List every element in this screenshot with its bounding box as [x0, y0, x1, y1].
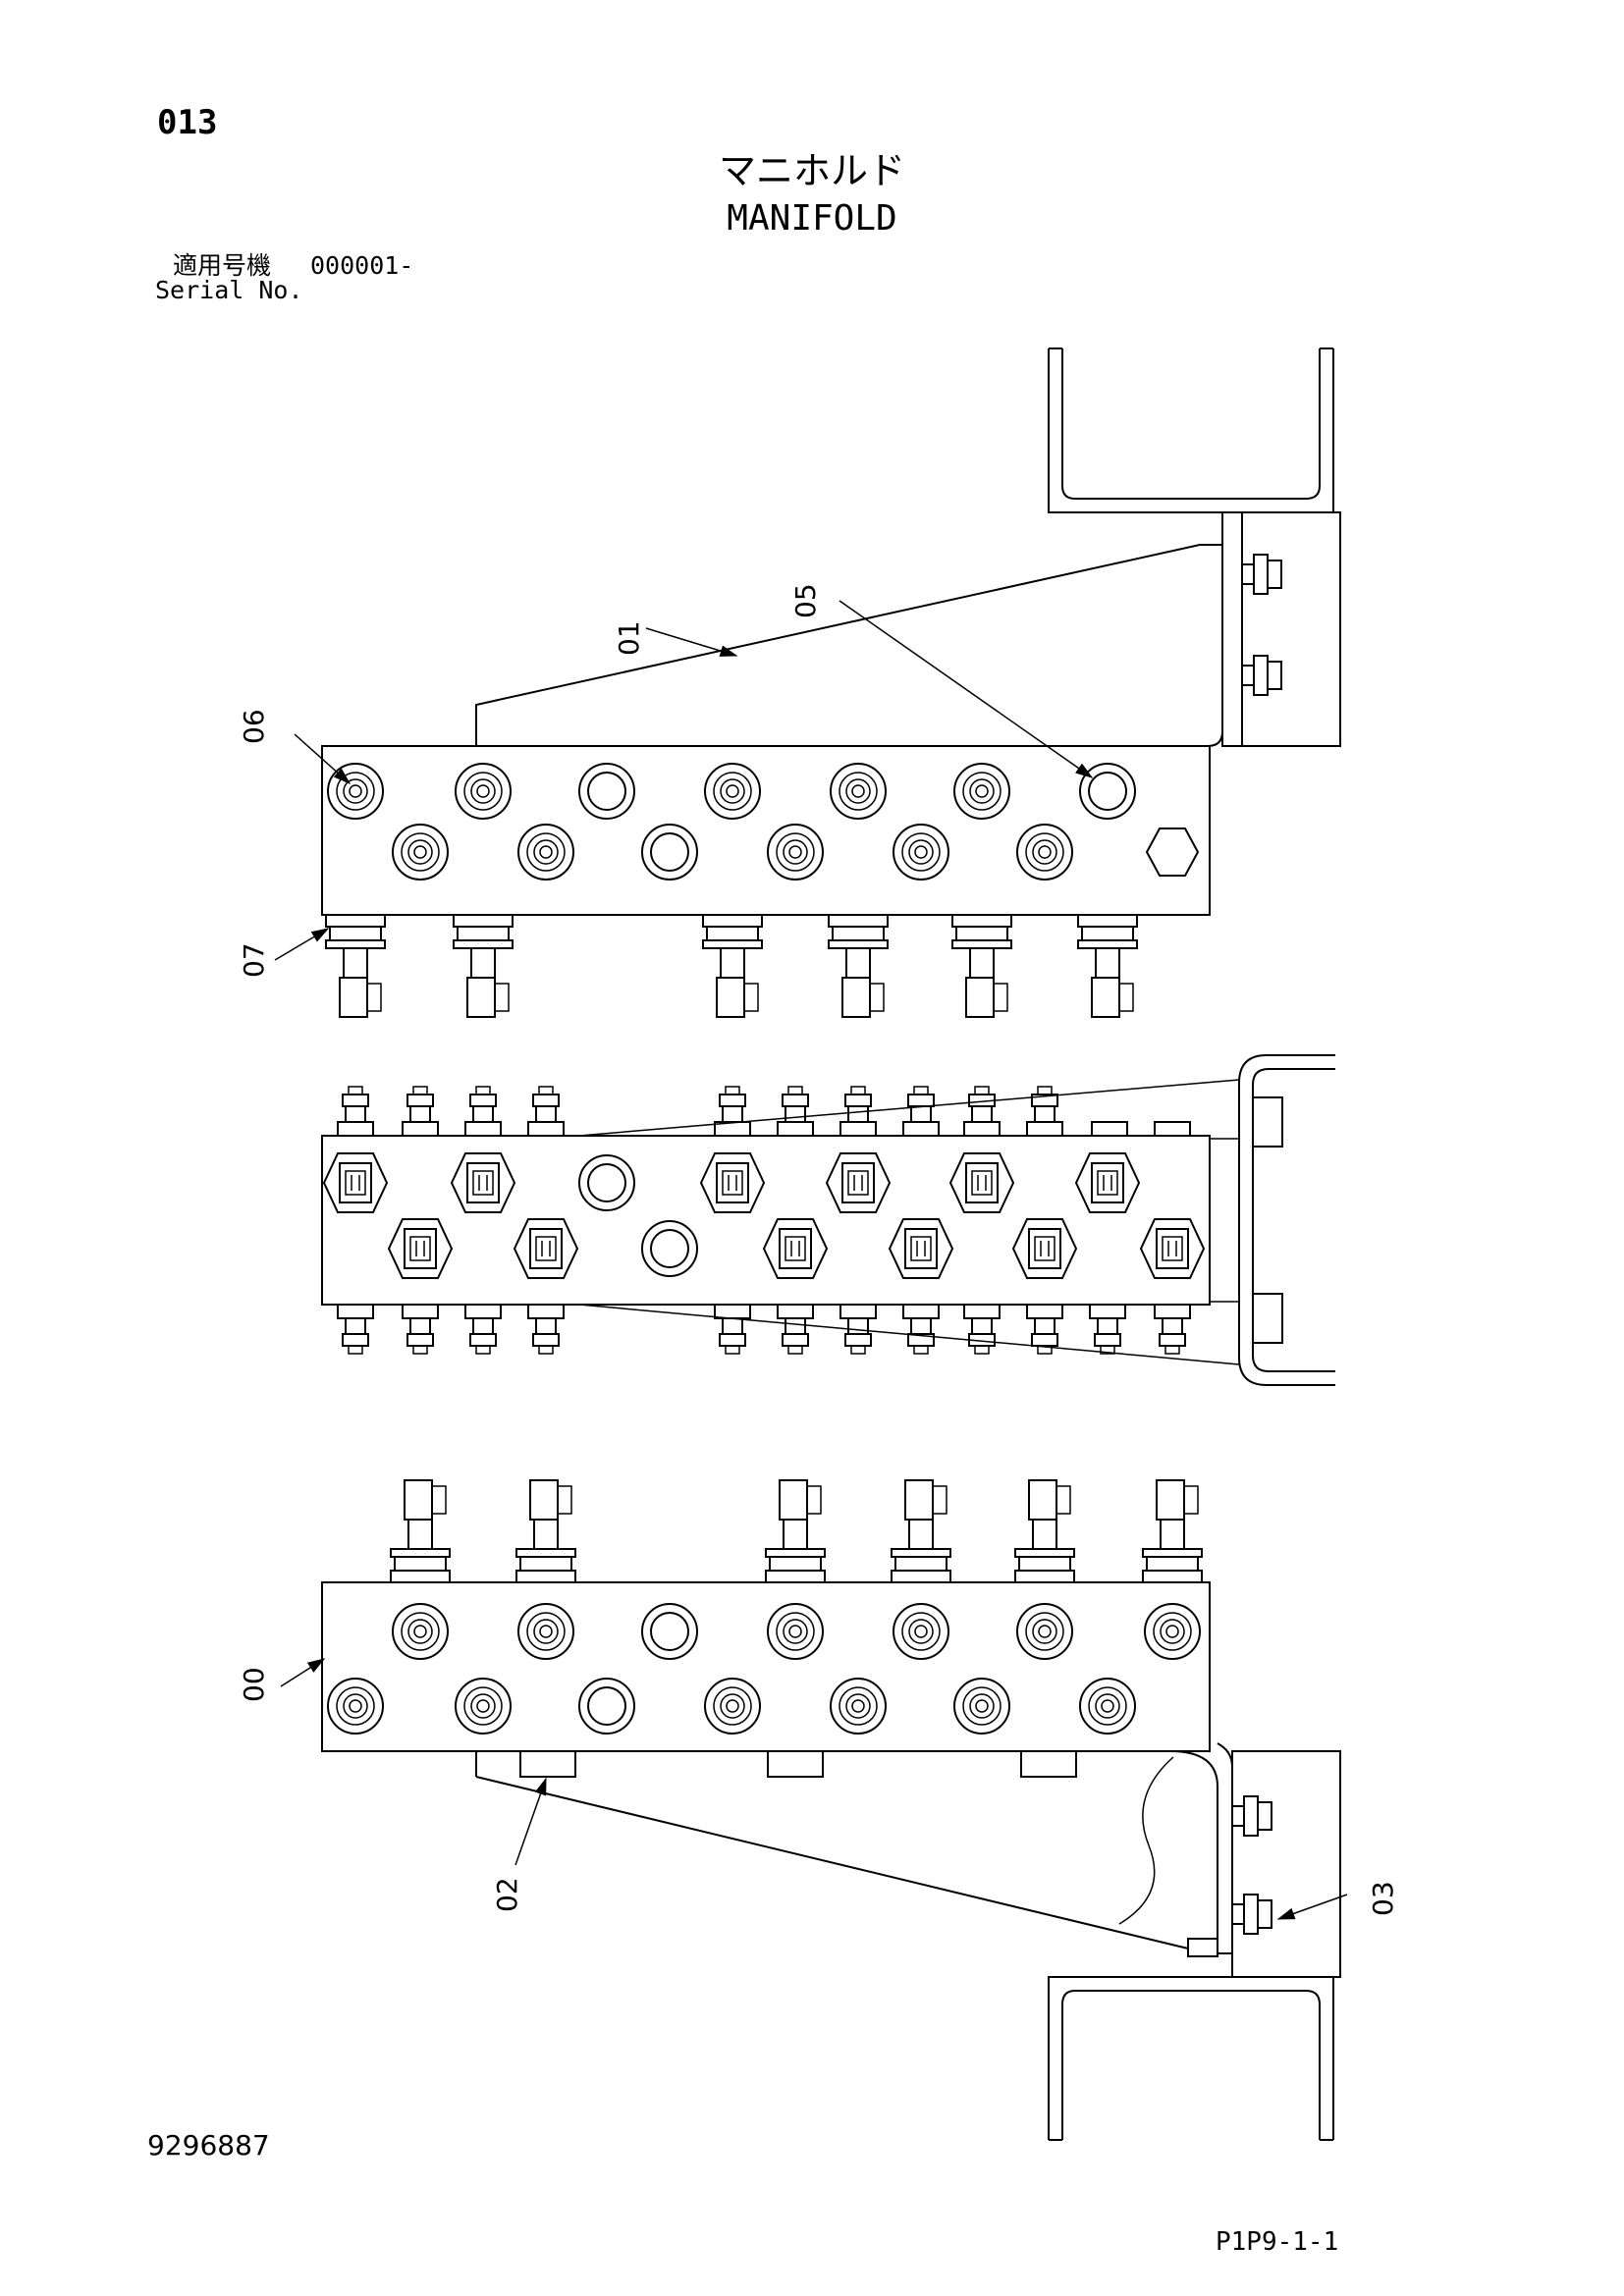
callout-labels: 01 05 06 07 00 02 03	[238, 583, 1399, 1916]
leader-00	[280, 1658, 326, 1687]
leader-03	[1276, 1894, 1348, 1920]
leader-07	[274, 928, 330, 961]
sheet-id: P1P9-1-1	[1216, 2227, 1339, 2257]
leader-01	[645, 627, 738, 657]
callout-07: 07	[238, 942, 270, 978]
leader-05	[839, 600, 1094, 778]
document-id: 9296887	[147, 2129, 270, 2162]
callout-leaders	[274, 600, 1348, 1920]
serial-label-english: Serial No.	[155, 276, 303, 304]
view-bottom	[321, 1479, 1341, 2141]
serial-number-range: 000001-	[310, 251, 414, 280]
view-front	[321, 1054, 1335, 1386]
callout-00: 00	[238, 1667, 270, 1702]
page-title-english: MANIFOLD	[727, 198, 897, 239]
leader-06	[294, 733, 352, 784]
leader-02	[514, 1777, 547, 1866]
callout-02: 02	[491, 1877, 523, 1912]
callout-01: 01	[613, 620, 645, 656]
callout-05: 05	[789, 583, 822, 618]
callout-03: 03	[1367, 1881, 1399, 1916]
page-title-japanese: マニホルド	[718, 149, 905, 192]
serial-label-japanese: 適用号機	[173, 251, 272, 280]
view-top	[321, 347, 1341, 1018]
callout-06: 06	[238, 709, 270, 744]
page-number: 013	[157, 103, 218, 142]
